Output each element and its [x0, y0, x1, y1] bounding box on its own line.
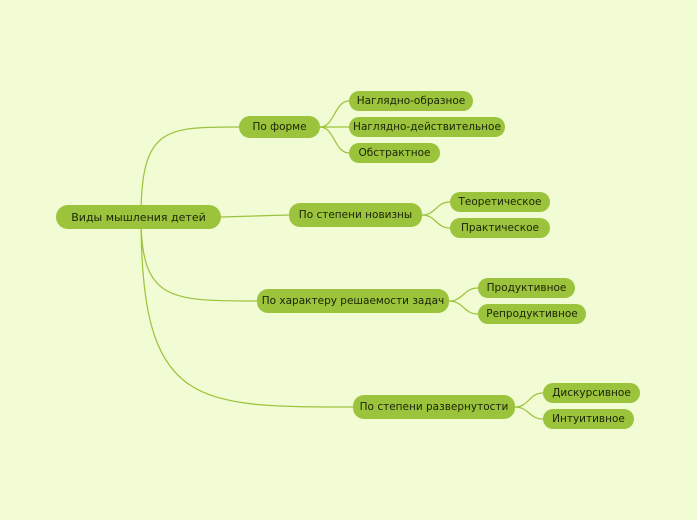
root-node[interactable]: Виды мышления детей	[56, 205, 221, 229]
branch-node-label: По степени новизны	[298, 209, 413, 221]
branch-node-novelty[interactable]: По степени новизны	[289, 203, 422, 227]
leaf-node-label: Продуктивное	[486, 282, 567, 294]
branch-node-expandedness[interactable]: По степени развернутости	[353, 395, 515, 419]
connector-root-to-branch-3	[140, 216, 354, 408]
leaf-node-reproduktivnoe[interactable]: Репродуктивное	[478, 304, 586, 324]
root-node-label: Виды мышления детей	[71, 210, 206, 224]
branch-node-label: По степени развернутости	[359, 401, 509, 413]
leaf-node-label: Интуитивное	[552, 413, 625, 425]
leaf-node-label: Репродуктивное	[486, 308, 578, 320]
leaf-node-label: Обстрактное	[358, 147, 431, 159]
leaf-node-naglyadno-deistvitelnoe[interactable]: Наглядно-действительное	[349, 117, 505, 137]
connector-branch-2-to-leaf-1	[448, 300, 479, 315]
connector-root-to-branch-2	[140, 216, 258, 302]
connector-branch-3-to-leaf-1	[514, 406, 544, 420]
branch-node-form[interactable]: По форме	[239, 116, 320, 138]
connector-branch-2-to-leaf-0	[448, 287, 479, 302]
leaf-node-label: Дискурсивное	[552, 387, 631, 399]
connector-branch-1-to-leaf-0	[421, 201, 451, 216]
connector-root-to-branch-0	[140, 126, 240, 218]
leaf-node-produktivnoe[interactable]: Продуктивное	[478, 278, 575, 298]
branch-node-label: По форме	[252, 121, 307, 133]
branch-node-label: По характеру решаемости задач	[261, 295, 445, 307]
leaf-node-label: Наглядно-действительное	[353, 121, 501, 133]
leaf-node-obstraktnoe[interactable]: Обстрактное	[349, 143, 440, 163]
connector-branch-0-to-leaf-2	[319, 126, 350, 154]
connector-branch-0-to-leaf-0	[319, 100, 350, 128]
leaf-node-label: Теоретическое	[458, 196, 542, 208]
leaf-node-diskursivnoe[interactable]: Дискурсивное	[543, 383, 640, 403]
connector-branch-3-to-leaf-0	[514, 392, 544, 408]
connector-root-to-branch-1	[220, 214, 290, 218]
leaf-node-intuitivnoe[interactable]: Интуитивное	[543, 409, 634, 429]
leaf-node-naglyadno-obraznoe[interactable]: Наглядно-образное	[349, 91, 473, 111]
leaf-node-teoreticheskoe[interactable]: Теоретическое	[450, 192, 550, 212]
leaf-node-prakticheskoe[interactable]: Практическое	[450, 218, 550, 238]
leaf-node-label: Практическое	[461, 222, 539, 234]
branch-node-task-nature[interactable]: По характеру решаемости задач	[257, 289, 449, 313]
connector-branch-1-to-leaf-1	[421, 214, 451, 229]
leaf-node-label: Наглядно-образное	[356, 95, 466, 107]
